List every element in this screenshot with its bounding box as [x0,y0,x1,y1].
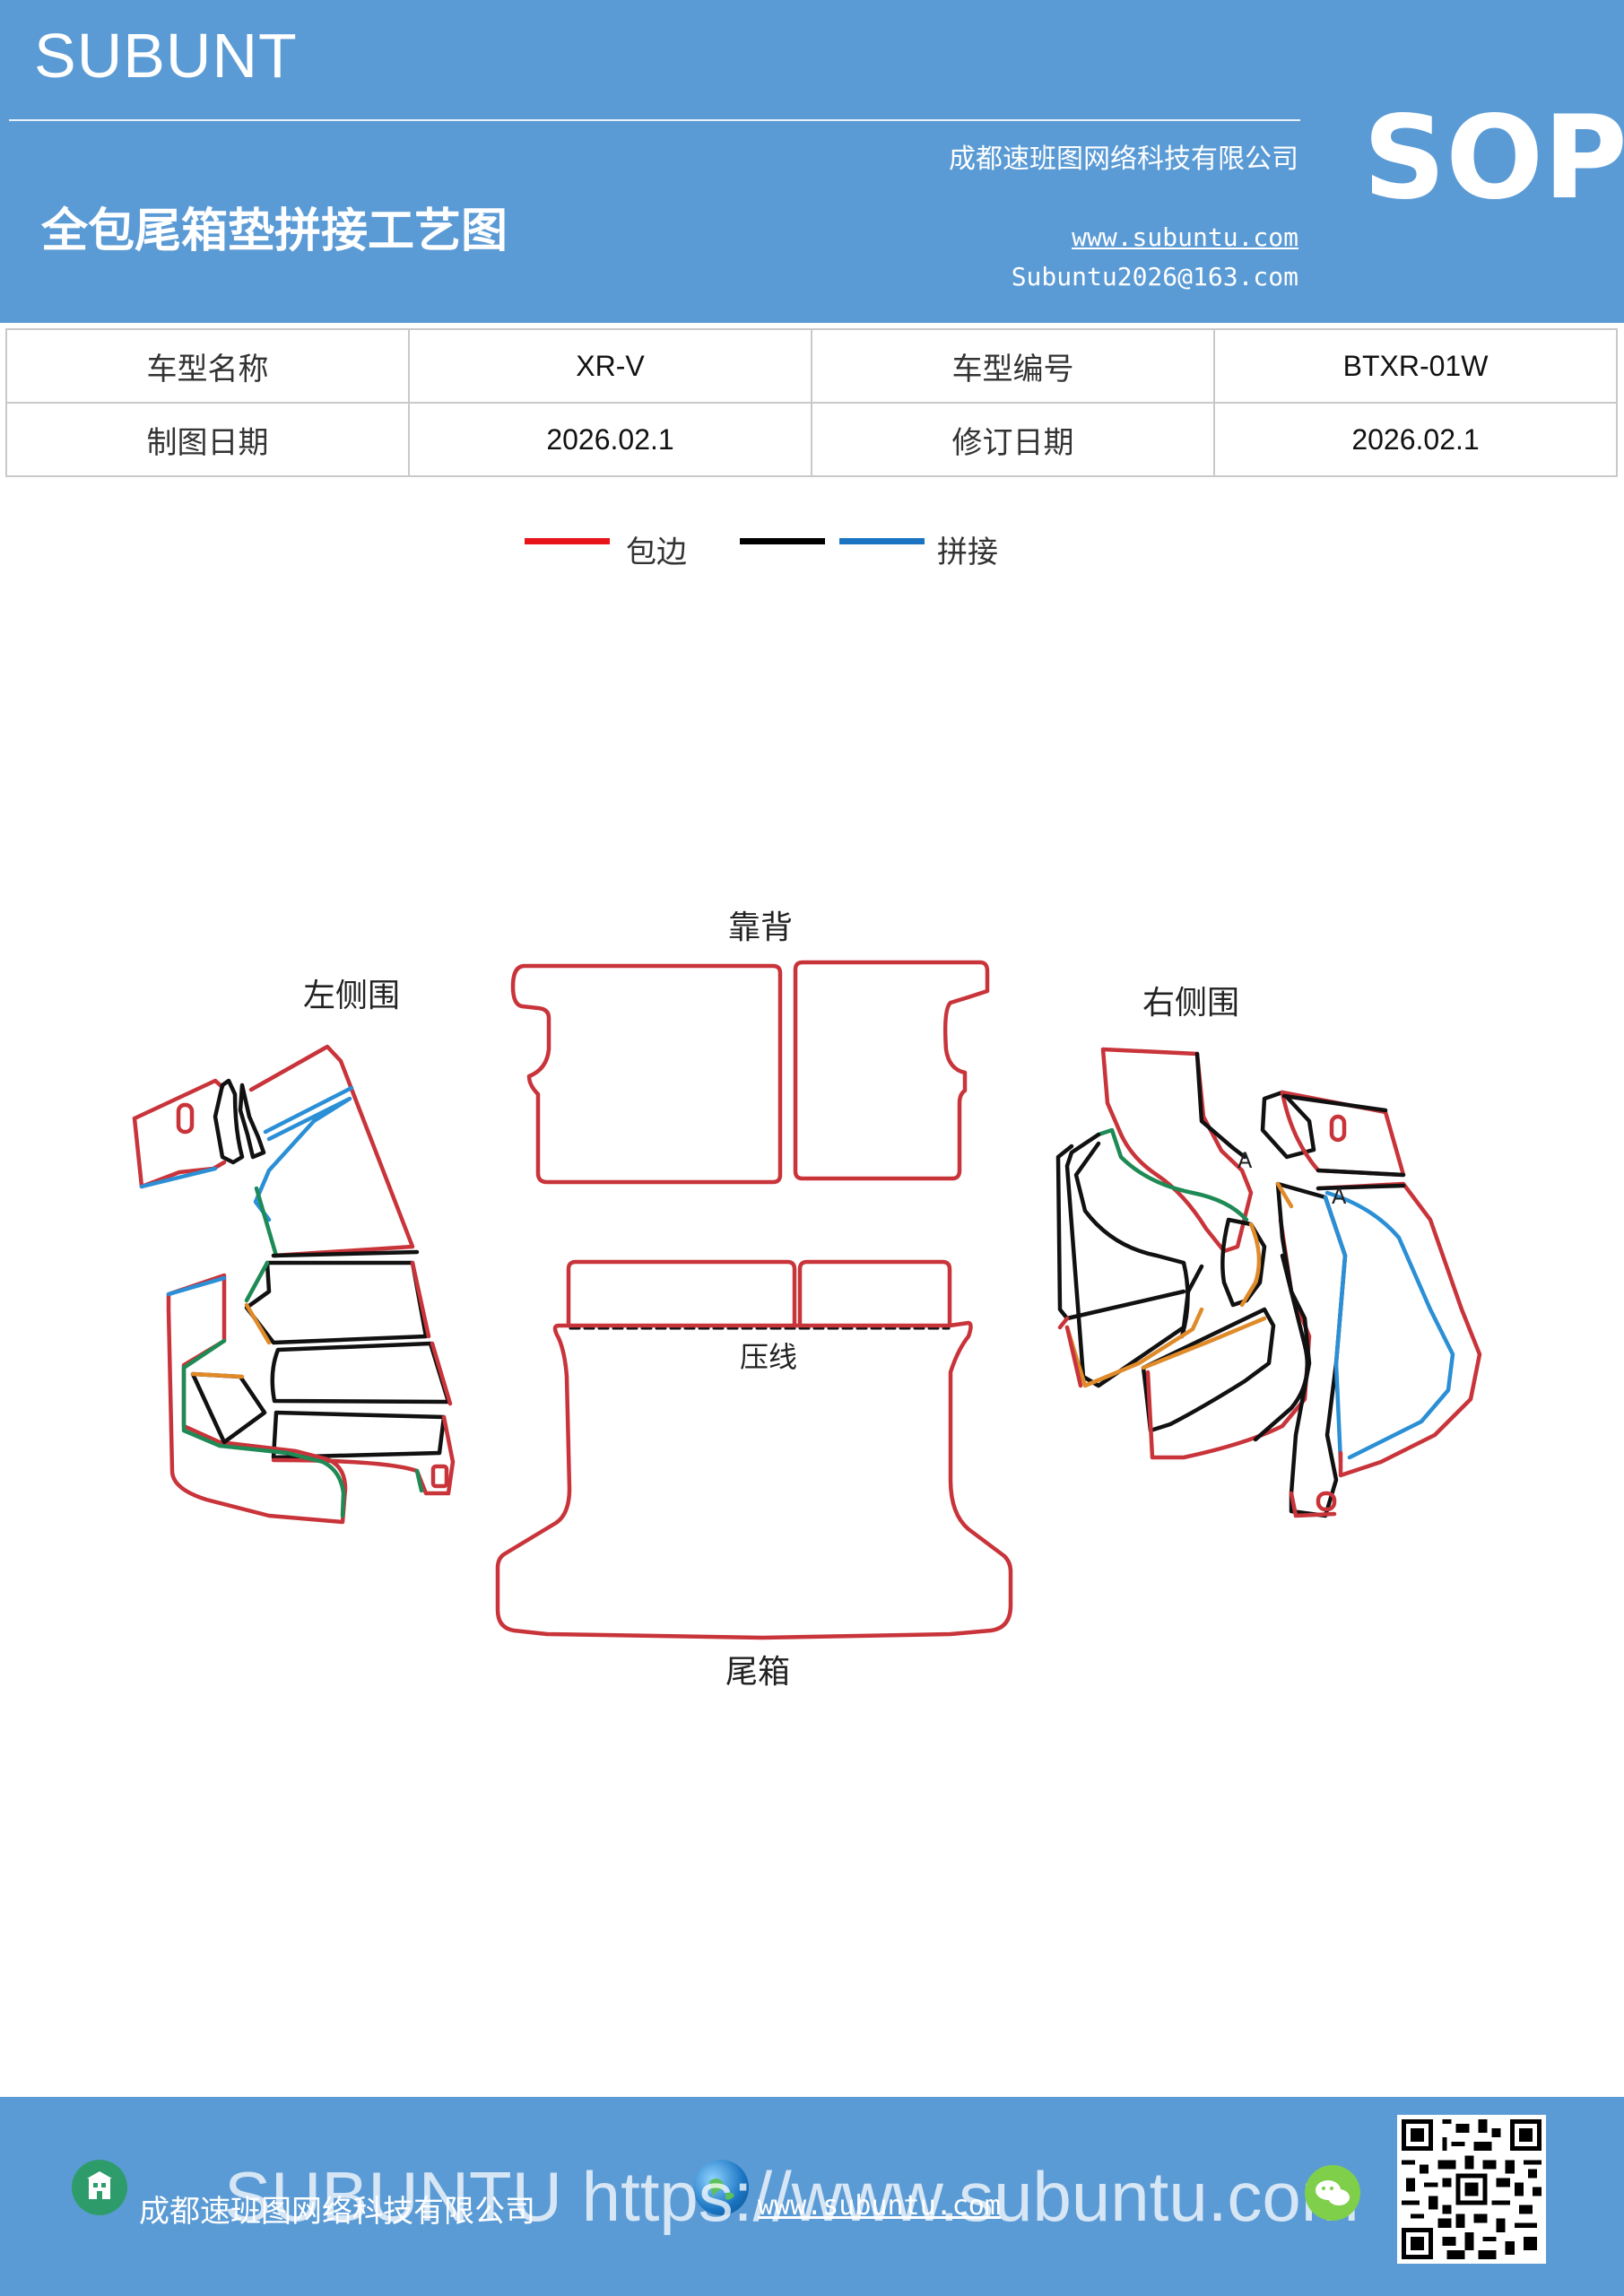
left-splice-blue-4 [166,1275,227,1297]
table-row: 制图日期 2026.02.1 修订日期 2026.02.1 [5,402,1618,477]
vehicle-info-table: 车型名称 XR-V 车型编号 BTXR-01W 制图日期 2026.02.1 修… [5,328,1618,477]
trunk-top-left-strip [566,1259,797,1328]
legend-splice-label: 拼接 [937,535,998,570]
right-splice-black-4 [1316,1168,1406,1178]
left-panel-black-strip-2 [238,1083,266,1160]
right-edge-1 [1057,1316,1070,1330]
left-inner-small-panel [190,1371,267,1445]
draw-date-label: 制图日期 [5,402,410,477]
right-tall-slot [1316,1491,1337,1512]
right-splice-orange-1 [1064,1307,1204,1388]
right-splice-black-1 [1194,1051,1247,1160]
right-splice-orange-2 [1239,1222,1262,1308]
left-lower-panel-1 [270,1341,451,1405]
legend-splice-blue-swatch [839,538,925,544]
right-tall-edge [1289,1491,1337,1518]
right-top-small-strip [1260,1090,1316,1160]
left-mid-panel [244,1260,429,1345]
left-panel-upper-red [248,1044,415,1258]
legend: 包边 拼接 [0,520,1624,574]
left-splice-blue-1 [139,1166,218,1189]
left-panel-black-strips [213,1078,245,1165]
right-small-strip [1220,1217,1267,1308]
website-link[interactable]: www.subuntu.com [1072,222,1298,252]
marker-a-1: A [1238,1148,1253,1173]
model-code-value: BTXR-01W [1213,328,1618,404]
label-left-side: 左侧围 [303,978,400,1014]
left-splice-green-4 [181,1338,346,1518]
header-divider [9,119,1300,121]
left-splice-blue-2 [263,1085,354,1135]
draw-date-value: 2026.02.1 [408,402,812,477]
building-icon [72,2160,127,2215]
footer-company-name: 成都速班图网络科技有限公司 [139,2194,535,2230]
backrest-right-panel [793,960,990,1181]
left-splice-black-1 [271,1249,420,1258]
right-vent-slot [1329,1114,1347,1143]
right-splice-orange-3 [1141,1316,1267,1370]
left-lower-panel-2 [271,1410,447,1460]
left-splice-green-2 [244,1260,270,1303]
right-splice-green-1 [1096,1127,1249,1222]
model-code-label: 车型编号 [811,328,1215,404]
right-lower-panel [1141,1307,1276,1433]
left-splice-orange-1 [244,1302,272,1345]
right-splice-blue-2 [1324,1190,1455,1460]
label-backrest: 靠背 [728,909,793,946]
left-lower-edge-2 [271,1414,456,1496]
right-tall-panel [1275,1181,1348,1518]
label-right-side: 右侧围 [1142,985,1239,1022]
left-splice-green-3 [414,1468,424,1493]
marker-a-2: A [1332,1184,1347,1209]
left-mid-panel-edge [410,1260,431,1339]
label-press-line: 压线 [740,1340,797,1374]
wechat-icon [1305,2165,1360,2221]
footer-website-link[interactable]: www.subuntu.com [758,2190,1001,2222]
email-address: Subuntu2026@163.com [1011,262,1298,291]
document-title: 全包尾箱垫拼接工艺图 [41,204,508,258]
backrest-left-panel [510,963,783,1185]
right-left-panel [1055,1144,1186,1321]
left-panel-top-corner-cap [132,1078,225,1121]
label-trunk: 尾箱 [725,1654,790,1691]
model-name-value: XR-V [408,328,812,404]
left-vent-slot [176,1102,195,1135]
table-row: 车型名称 XR-V 车型编号 BTXR-01W [5,328,1618,404]
left-splice-orange-2 [190,1371,245,1379]
right-splice-black-5 [1281,1093,1388,1113]
right-splice-black-3 [1316,1183,1406,1191]
qr-code [1397,2115,1546,2264]
footer-watermark: SUBUNTU https://www.subuntu.com [224,2157,1359,2236]
legend-edge-swatch [525,538,610,544]
revise-date-label: 修订日期 [811,402,1215,477]
company-name: 成都速班图网络科技有限公司 [949,144,1298,175]
sop-badge: SOP [1363,91,1624,225]
left-outer-long-panel [166,1273,348,1525]
model-name-label: 车型名称 [5,328,410,404]
mat-diagram: 靠背 左侧围 右侧围 压线 尾箱 [132,909,1482,1691]
trunk-main-panel [495,1320,1013,1640]
right-outer-long-panel [1316,1181,1482,1478]
left-clip-slot [430,1464,449,1489]
legend-splice-black-swatch [740,538,825,544]
globe-icon [693,2160,749,2215]
brand-logo-text: SUBUNT [34,21,298,91]
header-banner: SUBUNT 全包尾箱垫拼接工艺图 成都速班图网络科技有限公司 www.subu… [0,0,1624,323]
right-edge-2 [1064,1325,1083,1388]
left-splice-green-1 [254,1186,279,1258]
revise-date-value: 2026.02.1 [1213,402,1618,477]
legend-edge-label: 包边 [626,535,687,570]
right-splice-orange-4 [1275,1181,1294,1209]
right-splice-blue-1 [1323,1195,1348,1465]
right-inner-curve [1073,1141,1190,1339]
trunk-top-right-strip [797,1259,952,1328]
left-splice-blue-3 [253,1096,352,1222]
footer-banner: 成都速班图网络科技有限公司 www.subuntu.com SUBUNTU ht… [0,2097,1624,2296]
left-lower-edge-1 [430,1341,453,1406]
left-panel-top-corner [132,1116,227,1189]
